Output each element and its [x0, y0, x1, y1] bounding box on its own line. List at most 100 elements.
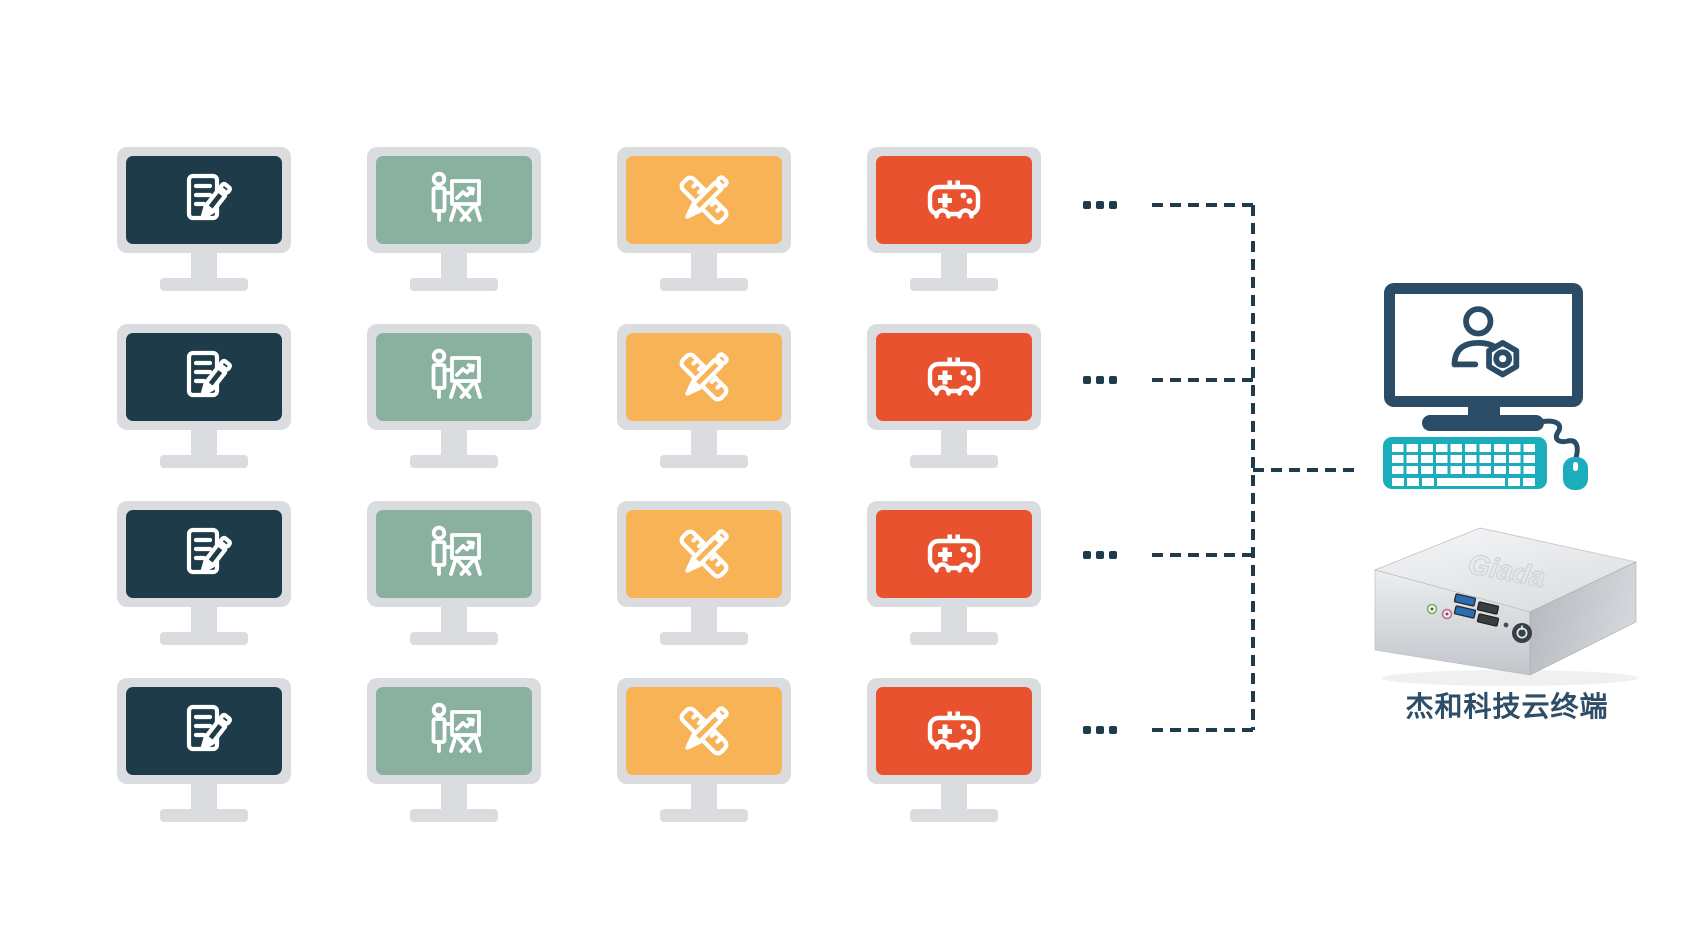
monitor-stand: [191, 783, 217, 809]
monitor-bezel: [617, 147, 791, 253]
monitor-base: [410, 632, 498, 645]
monitor-stand: [441, 783, 467, 809]
workstation-monitor: [867, 147, 1041, 291]
gaming-screen: [876, 687, 1032, 775]
monitor-bezel: [117, 678, 291, 784]
monitor-stand: [441, 606, 467, 632]
workstation-monitor: [117, 678, 291, 822]
monitor-base: [910, 632, 998, 645]
monitor-base: [910, 809, 998, 822]
monitor-stand: [941, 252, 967, 278]
gamepad-icon: [922, 168, 986, 232]
gamepad-icon: [922, 345, 986, 409]
presentation-icon: [422, 345, 486, 409]
device-ports: [1426, 593, 1532, 643]
monitor-stand: [691, 429, 717, 455]
gamepad-icon: [922, 522, 986, 586]
document-icon: [172, 699, 236, 763]
document-screen: [126, 510, 282, 598]
monitor-stand: [191, 252, 217, 278]
workstation-monitor: [867, 324, 1041, 468]
document-screen: [126, 687, 282, 775]
workstation-monitor: [117, 324, 291, 468]
monitor-bezel: [367, 147, 541, 253]
monitor-stand: [691, 783, 717, 809]
workstation-monitor: [367, 147, 541, 291]
document-icon: [172, 522, 236, 586]
workstation-monitor: [117, 501, 291, 645]
workstation-monitor: [867, 501, 1041, 645]
monitor-bezel: [867, 501, 1041, 607]
workstation-monitor: [617, 324, 791, 468]
workstation-monitor: [617, 147, 791, 291]
monitor-bezel: [617, 501, 791, 607]
workstation-monitor: [617, 501, 791, 645]
monitor-base: [660, 632, 748, 645]
user-settings-icon: [1438, 299, 1530, 391]
monitor-bezel: [367, 678, 541, 784]
cloud-terminal-device: Giada: [1373, 527, 1638, 686]
keyboard-keys: [1392, 444, 1535, 474]
monitor-bezel: [867, 678, 1041, 784]
mouse-scroll-slot: [1573, 462, 1578, 471]
monitor-base: [410, 455, 498, 468]
monitor-stand: [191, 429, 217, 455]
monitor-base: [660, 278, 748, 291]
admin-monitor: [1384, 283, 1583, 407]
monitor-bezel: [367, 501, 541, 607]
design-icon: [672, 345, 736, 409]
workstation-monitor: [367, 501, 541, 645]
monitor-base: [660, 809, 748, 822]
monitor-stand: [691, 606, 717, 632]
design-icon: [672, 699, 736, 763]
monitor-base: [160, 632, 248, 645]
monitor-bezel: [117, 147, 291, 253]
presentation-screen: [376, 156, 532, 244]
monitor-stand: [691, 252, 717, 278]
monitor-stand: [941, 606, 967, 632]
document-icon: [172, 168, 236, 232]
admin-monitor-base: [1422, 415, 1544, 431]
presentation-icon: [422, 168, 486, 232]
workstation-monitor: [367, 678, 541, 822]
gaming-screen: [876, 510, 1032, 598]
gamepad-icon: [922, 699, 986, 763]
monitor-stand: [191, 606, 217, 632]
monitor-base: [160, 278, 248, 291]
monitor-bezel: [117, 501, 291, 607]
workstation-monitor: [367, 324, 541, 468]
monitor-base: [410, 278, 498, 291]
presentation-screen: [376, 510, 532, 598]
workstation-monitor: [617, 678, 791, 822]
design-screen: [626, 156, 782, 244]
presentation-screen: [376, 687, 532, 775]
keyboard-bottom-row: [1392, 478, 1535, 486]
monitor-stand: [941, 429, 967, 455]
design-screen: [626, 333, 782, 421]
presentation-icon: [422, 699, 486, 763]
ellipsis-icon: [1083, 376, 1117, 384]
monitor-stand: [441, 252, 467, 278]
design-icon: [672, 168, 736, 232]
monitor-stand: [941, 783, 967, 809]
ellipsis-icon: [1083, 726, 1117, 734]
monitor-bezel: [117, 324, 291, 430]
monitor-bezel: [617, 324, 791, 430]
monitor-bezel: [867, 324, 1041, 430]
monitor-bezel: [867, 147, 1041, 253]
gaming-screen: [876, 333, 1032, 421]
spacebar-key: [1437, 478, 1505, 486]
document-screen: [126, 156, 282, 244]
document-icon: [172, 345, 236, 409]
design-screen: [626, 510, 782, 598]
monitor-base: [910, 278, 998, 291]
monitor-bezel: [367, 324, 541, 430]
monitor-base: [410, 809, 498, 822]
monitor-base: [910, 455, 998, 468]
gaming-screen: [876, 156, 1032, 244]
ellipsis-icon: [1083, 551, 1117, 559]
device-logo: Giada: [1466, 548, 1548, 593]
workstation-monitor: [867, 678, 1041, 822]
device-label: 杰和科技云终端: [1405, 691, 1609, 722]
keyboard-icon: [1383, 437, 1547, 489]
